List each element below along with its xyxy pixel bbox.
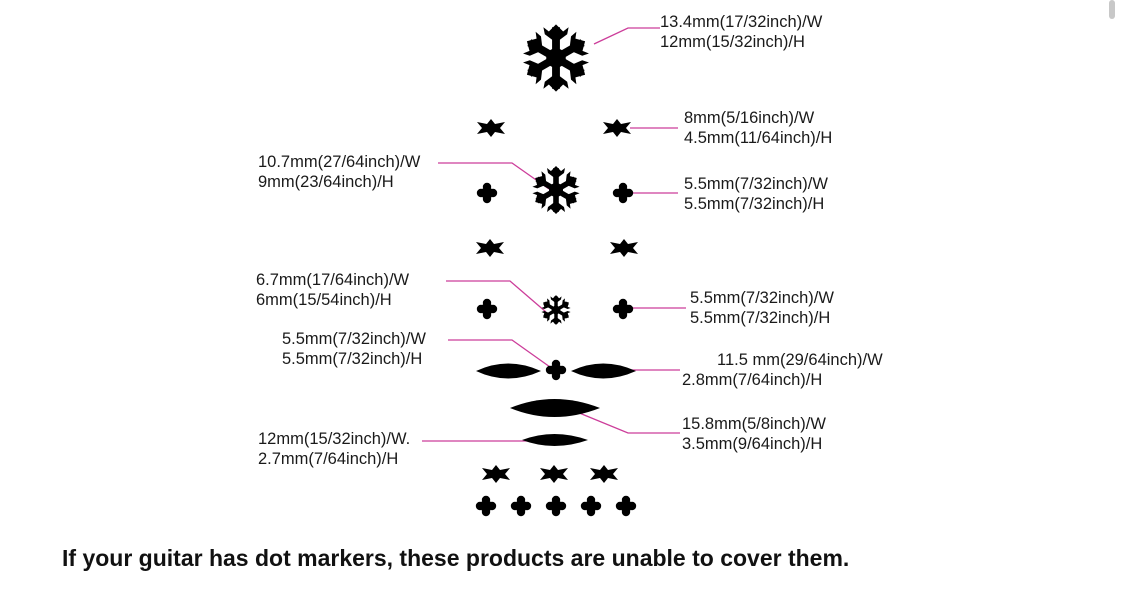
label-width: 5.5mm(7/32inch)/W bbox=[684, 175, 828, 193]
label-cross-upper: 5.5mm(7/32inch)/W 5.5mm(7/32inch)/H bbox=[684, 174, 828, 214]
label-width: 6.7mm(17/64inch)/W bbox=[256, 271, 410, 289]
label-cross-center: 5.5mm(7/32inch)/W 5.5mm(7/32inch)/H bbox=[282, 329, 426, 369]
label-width: 15.8mm(5/8inch)/W bbox=[682, 415, 826, 433]
cross-icon bbox=[615, 495, 637, 517]
label-width: 13.4mm(17/32inch)/W bbox=[660, 13, 823, 31]
cross-icon bbox=[580, 495, 602, 517]
label-height: 2.8mm(7/64inch)/H bbox=[682, 371, 823, 389]
leader-snowflake-medium bbox=[438, 162, 550, 190]
label-width: 11.5 mm(29/64inch)/W bbox=[717, 351, 883, 369]
cross-icon bbox=[475, 495, 497, 517]
side-leaf-right-icon bbox=[571, 363, 636, 379]
snowflake-medium-icon bbox=[531, 166, 582, 214]
label-height: 5.5mm(7/32inch)/H bbox=[282, 350, 423, 368]
diamond-icon bbox=[540, 465, 568, 483]
scrollbar-thumb[interactable] bbox=[1109, 0, 1115, 19]
label-height: 5.5mm(7/32inch)/H bbox=[684, 195, 825, 213]
label-width: 10.7mm(27/64inch)/W bbox=[258, 153, 421, 171]
label-height: 4.5mm(11/64inch)/H bbox=[684, 129, 833, 147]
label-height: 3.5mm(9/64inch)/H bbox=[682, 435, 823, 453]
label-height: 2.7mm(7/64inch)/H bbox=[258, 450, 399, 468]
leader-leaf-wide bbox=[571, 409, 680, 434]
label-height: 9mm(23/64inch)/H bbox=[258, 173, 394, 191]
label-snowflake-small: 6.7mm(17/64inch)/W 6mm(15/54inch)/H bbox=[256, 270, 409, 310]
cross-icon bbox=[476, 182, 498, 204]
cross-icon bbox=[510, 495, 532, 517]
footer-note: If your guitar has dot markers, these pr… bbox=[62, 545, 850, 571]
leaf-wide-icon bbox=[510, 399, 600, 417]
cross-icon bbox=[612, 298, 634, 320]
diamond-icon bbox=[476, 239, 504, 257]
label-side-leaf: 11.5 mm(29/64inch)/W 2.8mm(7/64inch)/H bbox=[682, 350, 883, 390]
cross-icon bbox=[612, 182, 634, 204]
label-leaf-narrow: 12mm(15/32inch)/W. 2.7mm(7/64inch)/H bbox=[258, 429, 410, 469]
label-height: 6mm(15/54inch)/H bbox=[256, 291, 392, 309]
leader-snowflake-small bbox=[446, 280, 547, 313]
diamond-icon bbox=[482, 465, 510, 483]
leader-cross-center bbox=[448, 339, 551, 368]
label-width: 5.5mm(7/32inch)/W bbox=[690, 289, 834, 307]
label-snowflake-medium: 10.7mm(27/64inch)/W 9mm(23/64inch)/H bbox=[258, 152, 420, 192]
label-snowflake-large: 13.4mm(17/32inch)/W 12mm(15/32inch)/H bbox=[660, 12, 822, 52]
label-height: 12mm(15/32inch)/H bbox=[660, 33, 805, 51]
cross-icon bbox=[545, 359, 567, 381]
label-height: 5.5mm(7/32inch)/H bbox=[690, 309, 831, 327]
cross-icon bbox=[476, 298, 498, 320]
side-leaf-left-icon bbox=[476, 363, 541, 379]
label-width: 12mm(15/32inch)/W. bbox=[258, 430, 411, 448]
cross-icon bbox=[545, 495, 567, 517]
label-width: 8mm(5/16inch)/W bbox=[684, 109, 815, 127]
snowflake-small-icon bbox=[540, 295, 571, 325]
label-cross-lower: 5.5mm(7/32inch)/W 5.5mm(7/32inch)/H bbox=[690, 288, 834, 328]
label-width: 5.5mm(7/32inch)/W bbox=[282, 330, 426, 348]
snowflake-large-icon bbox=[521, 24, 592, 91]
diamond-icon bbox=[477, 119, 505, 137]
leaf-narrow-icon bbox=[522, 434, 588, 446]
leader-snowflake-large bbox=[593, 27, 660, 45]
label-diamond-top: 8mm(5/16inch)/W 4.5mm(11/64inch)/H bbox=[684, 108, 832, 148]
diamond-icon bbox=[590, 465, 618, 483]
diamond-icon bbox=[610, 239, 638, 257]
diamond-icon bbox=[603, 119, 631, 137]
label-leaf-wide: 15.8mm(5/8inch)/W 3.5mm(9/64inch)/H bbox=[682, 414, 826, 454]
